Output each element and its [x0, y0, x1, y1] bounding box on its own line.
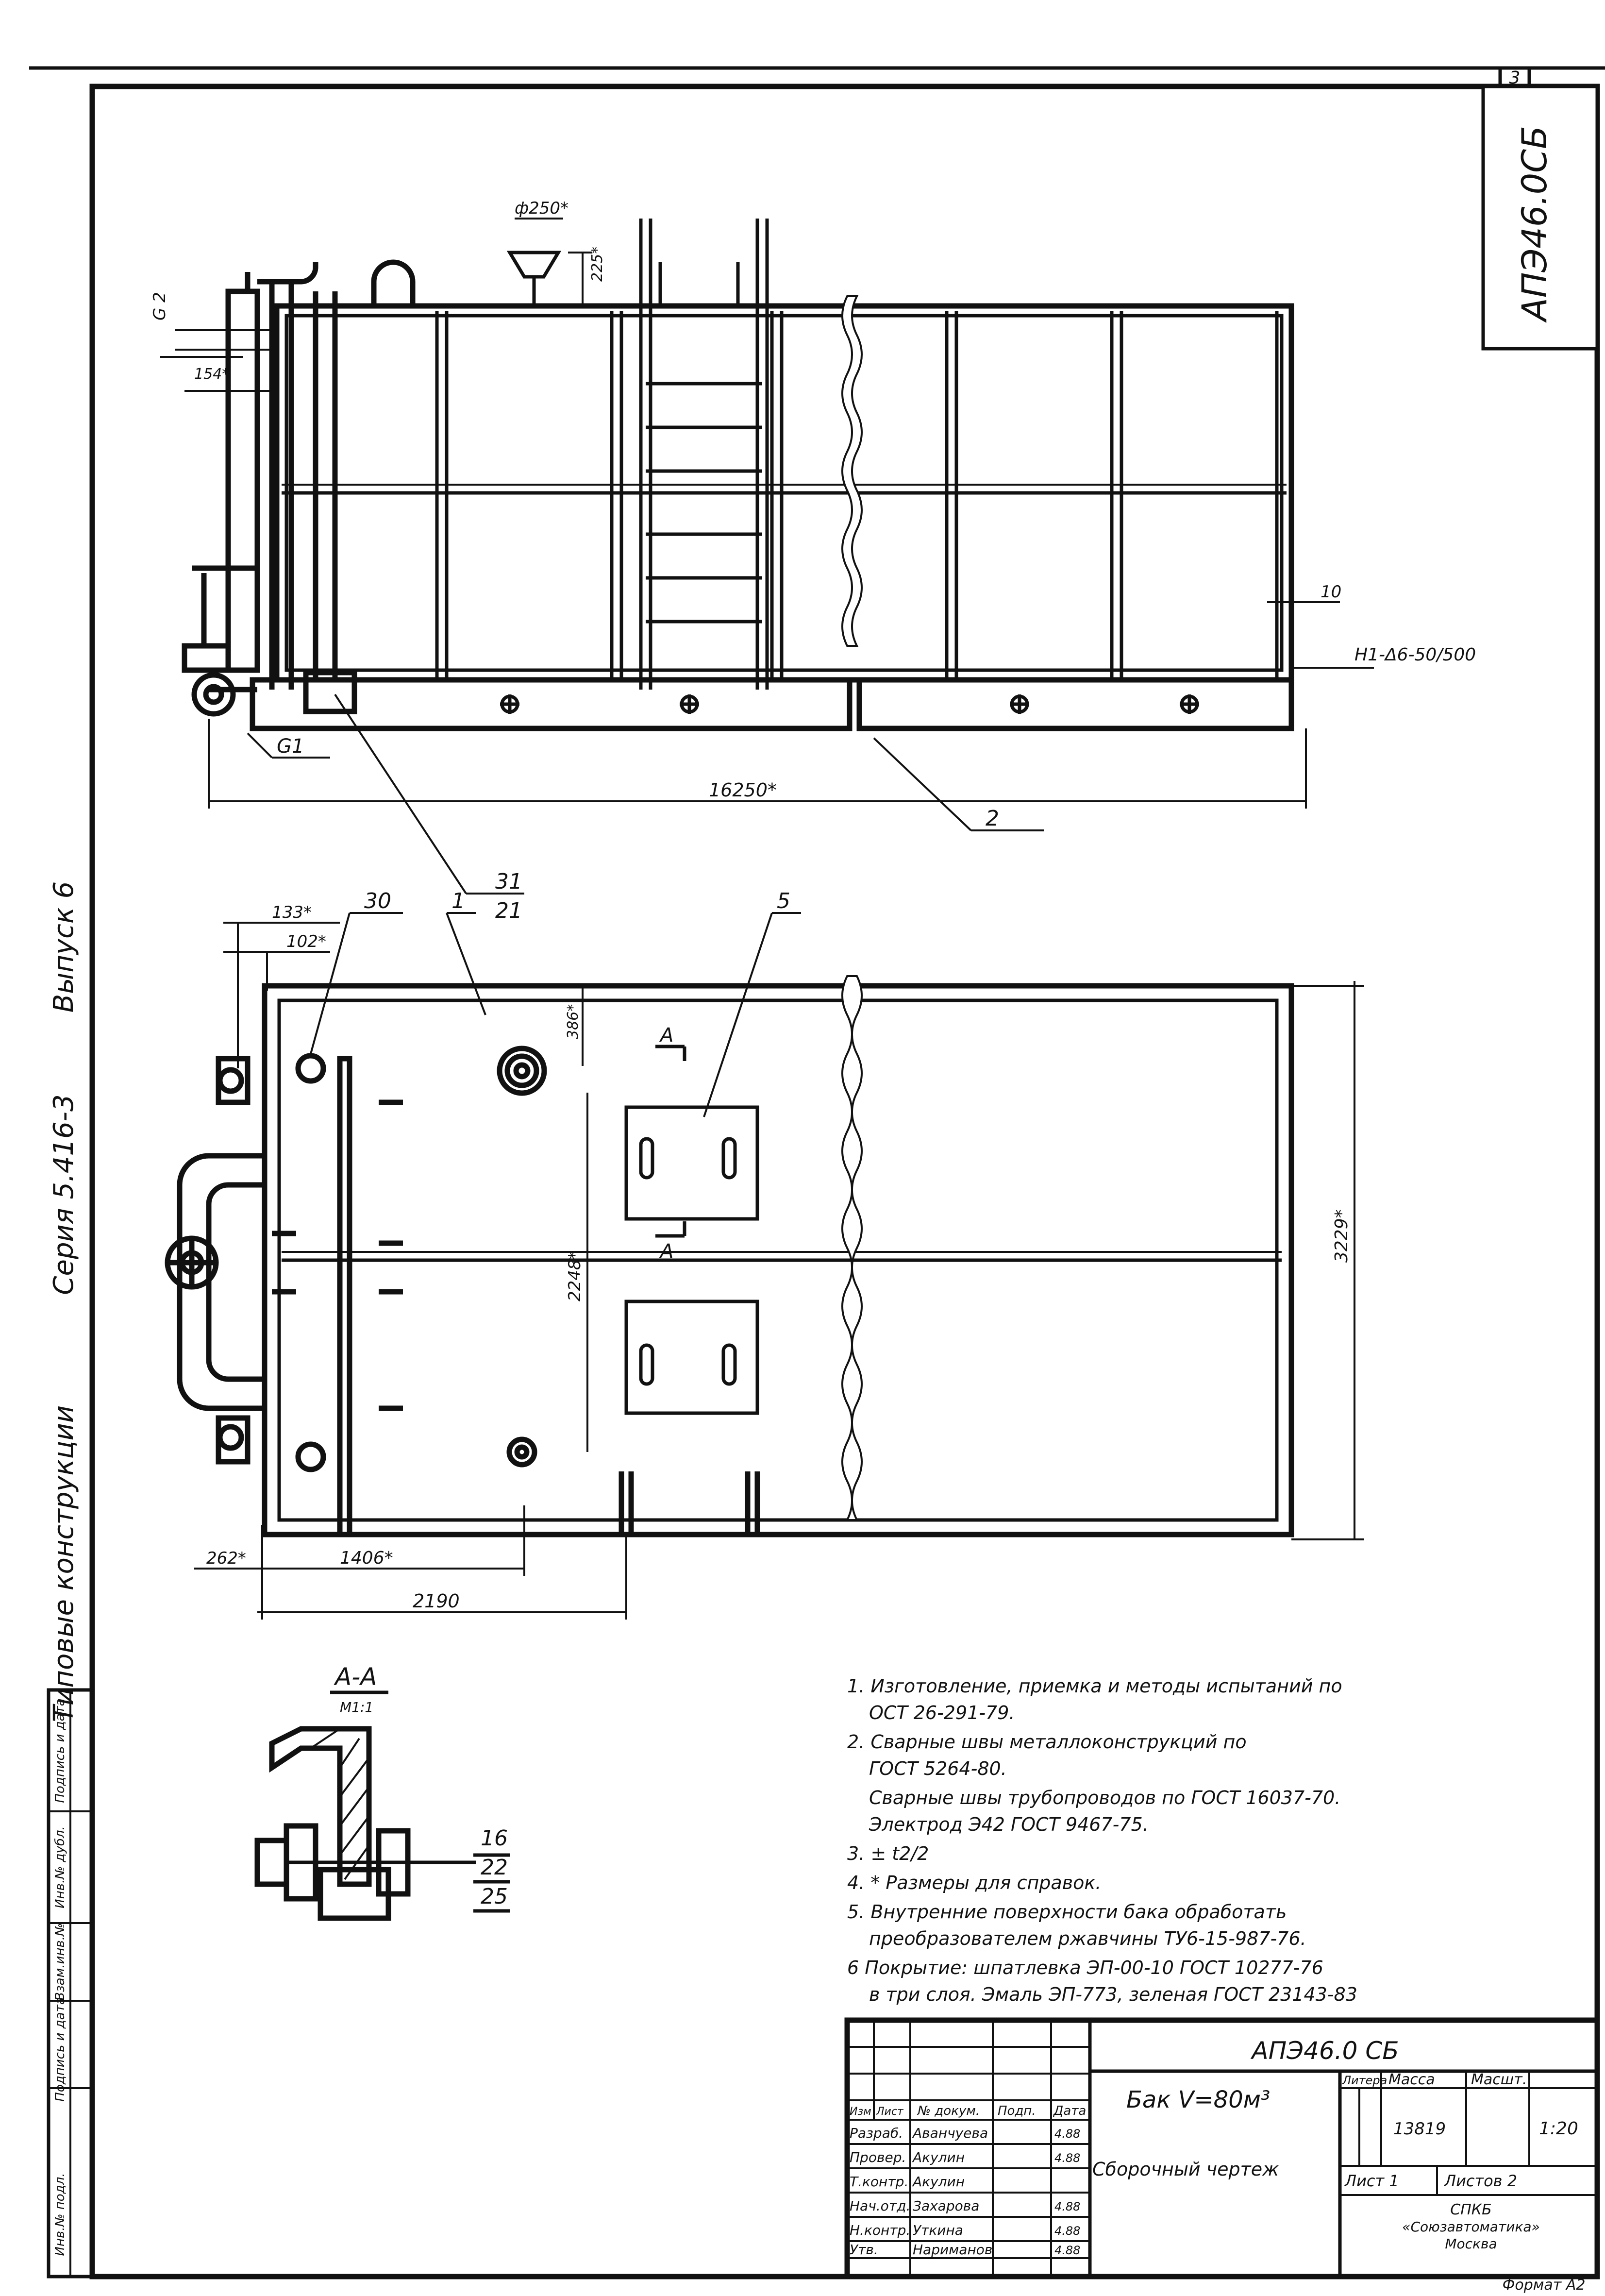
role-2-name: Акулин — [912, 2174, 965, 2190]
role-3-name: Захарова — [913, 2198, 979, 2214]
stamp-col-3: Инв.№ дубл. — [53, 1826, 67, 1908]
note-line-2: 2. Сварные швы металлоконструкций по — [847, 1731, 1247, 1753]
dim-g1: G1 — [277, 735, 304, 758]
format-label: Формат А2 — [1503, 2277, 1586, 2294]
stamp-issue: Выпуск 6 — [48, 881, 80, 1013]
drawing-code-vertical: АПЭ46.0СБ — [1515, 126, 1555, 323]
note-line-11: в три слоя. Эмаль ЭП-773, зеленая ГОСТ 2… — [869, 1984, 1357, 2005]
callout-22: 22 — [481, 1855, 508, 1880]
note-line-9: преобразователем ржавчины ТУ6-15-987-76. — [869, 1928, 1306, 1949]
scale-label: Масшт. — [1471, 2071, 1527, 2088]
dim-d250: ф250* — [515, 199, 568, 218]
callout-5: 5 — [777, 889, 790, 913]
mass-label: Масса — [1388, 2071, 1435, 2088]
role-0: Разраб. — [850, 2125, 903, 2141]
col-sign: Подп. — [998, 2104, 1036, 2118]
stamp-types: Типовые конструкции — [48, 1405, 80, 1722]
lit-label: Литера — [1342, 2074, 1387, 2087]
note-line-8: 5. Внутренние поверхности бака обработат… — [847, 1901, 1287, 1923]
dim-16250: 16250* — [709, 779, 777, 801]
dim-102: 102* — [286, 932, 326, 951]
dim-154: 154* — [194, 366, 229, 383]
role-4-name: Уткина — [913, 2222, 963, 2238]
technical-notes: 1. Изготовление, приемка и методы испыта… — [847, 1675, 1357, 2005]
role-0-date: 4.88 — [1054, 2127, 1080, 2141]
dim-2248: 2248* — [565, 1251, 585, 1301]
sheet-number: 3 — [1509, 68, 1521, 88]
dim-1406: 1406* — [340, 1548, 393, 1568]
role-1-name: Акулин — [912, 2149, 965, 2165]
callout-30: 30 — [364, 889, 391, 913]
section-a-a: А-А М1:1 16 22 25 — [254, 1663, 510, 1921]
top-view: ф250* 225* G 2 154* 10 Н1-Δ6-50/500 G1 1… — [150, 199, 1476, 923]
dim-133: 133* — [272, 903, 312, 922]
note-line-5: Электрод Э42 ГОСТ 9467-75. — [869, 1814, 1149, 1835]
left-side-stamp: Типовые конструкции Серия 5.416-3 Выпуск… — [47, 881, 94, 2279]
dim-225: 225* — [589, 247, 606, 282]
role-5-name: Нариманов — [913, 2242, 992, 2258]
stamp-col-0: Инв.№ подл. — [53, 2173, 67, 2256]
role-5: Утв. — [850, 2242, 878, 2258]
note-line-1: ОСТ 26-291-79. — [869, 1702, 1015, 1723]
section-mark-a-top: А — [659, 1024, 673, 1047]
dim-2190: 2190 — [413, 1590, 460, 1612]
callout-16: 16 — [481, 1826, 508, 1851]
sheet-label: Лист 1 — [1344, 2172, 1399, 2190]
weld-mark: Н1-Δ6-50/500 — [1354, 645, 1476, 665]
note-line-6: 3. ± t2/2 — [847, 1843, 929, 1864]
col-date: Дата — [1053, 2104, 1086, 2118]
plan-view: А А 133* 102* 30 1 5 386* 2248* 3229* 26… — [165, 889, 1364, 1620]
section-title: А-А — [334, 1663, 377, 1691]
callout-21: 21 — [495, 898, 522, 923]
sheets-label: Листов 2 — [1444, 2172, 1517, 2190]
col-doc: № докум. — [917, 2104, 980, 2118]
role-1-date: 4.88 — [1054, 2151, 1080, 2165]
note-line-7: 4. * Размеры для справок. — [847, 1872, 1101, 1893]
org-line-1: «Союзавтоматика» — [1402, 2219, 1540, 2235]
callout-2: 2 — [986, 806, 999, 831]
callout-31: 31 — [495, 869, 522, 894]
section-mark-a-bottom: А — [659, 1240, 673, 1263]
role-3: Нач.отд. — [850, 2198, 910, 2214]
role-4: Н.контр. — [850, 2222, 910, 2238]
col-izm: Изм — [850, 2106, 871, 2118]
role-4-date: 4.88 — [1054, 2224, 1080, 2238]
mass-value: 13819 — [1393, 2119, 1446, 2139]
role-0-name: Аванчуева — [912, 2125, 988, 2141]
role-3-date: 4.88 — [1054, 2200, 1080, 2213]
role-2: Т.контр. — [850, 2174, 908, 2190]
section-scale: М1:1 — [340, 1699, 373, 1715]
stamp-col-2: Взам.инв.№ — [53, 1923, 67, 2001]
stamp-col-1: Подпись и дата — [53, 1997, 67, 2101]
dim-g2: G 2 — [150, 292, 169, 321]
title-block: Изм Лист № докум. Подп. Дата Разраб. Ава… — [844, 2017, 1600, 2294]
callout-25: 25 — [481, 1884, 508, 1909]
note-line-10: 6 Покрытие: шпатлевка ЭП-00-10 ГОСТ 1027… — [847, 1957, 1323, 1978]
role-1: Провер. — [850, 2149, 906, 2165]
role-5-date: 4.88 — [1054, 2244, 1080, 2257]
dim-10: 10 — [1321, 582, 1341, 602]
title-code: АПЭ46.0 СБ — [1250, 2037, 1399, 2065]
dim-3229: 3229* — [1332, 1209, 1352, 1263]
title-name: Бак V=80м³ — [1126, 2086, 1270, 2113]
dim-262: 262* — [206, 1549, 246, 1568]
col-list: Лист — [876, 2106, 904, 2118]
title-doc-type: Сборочный чертеж — [1092, 2159, 1279, 2180]
callout-1: 1 — [451, 889, 465, 913]
org-line-2: Москва — [1445, 2236, 1497, 2252]
stamp-series: Серия 5.416-3 — [48, 1094, 80, 1295]
note-line-3: ГОСТ 5264-80. — [869, 1758, 1007, 1779]
scale-value: 1:20 — [1539, 2119, 1578, 2139]
note-line-4: Сварные швы трубопроводов по ГОСТ 16037-… — [869, 1787, 1340, 1808]
note-line-0: 1. Изготовление, приемка и методы испыта… — [847, 1675, 1342, 1697]
org-line-0: СПКБ — [1450, 2201, 1491, 2218]
stamp-col-4: Подпись и дата — [53, 1698, 67, 1803]
dim-386: 386* — [565, 1004, 582, 1039]
